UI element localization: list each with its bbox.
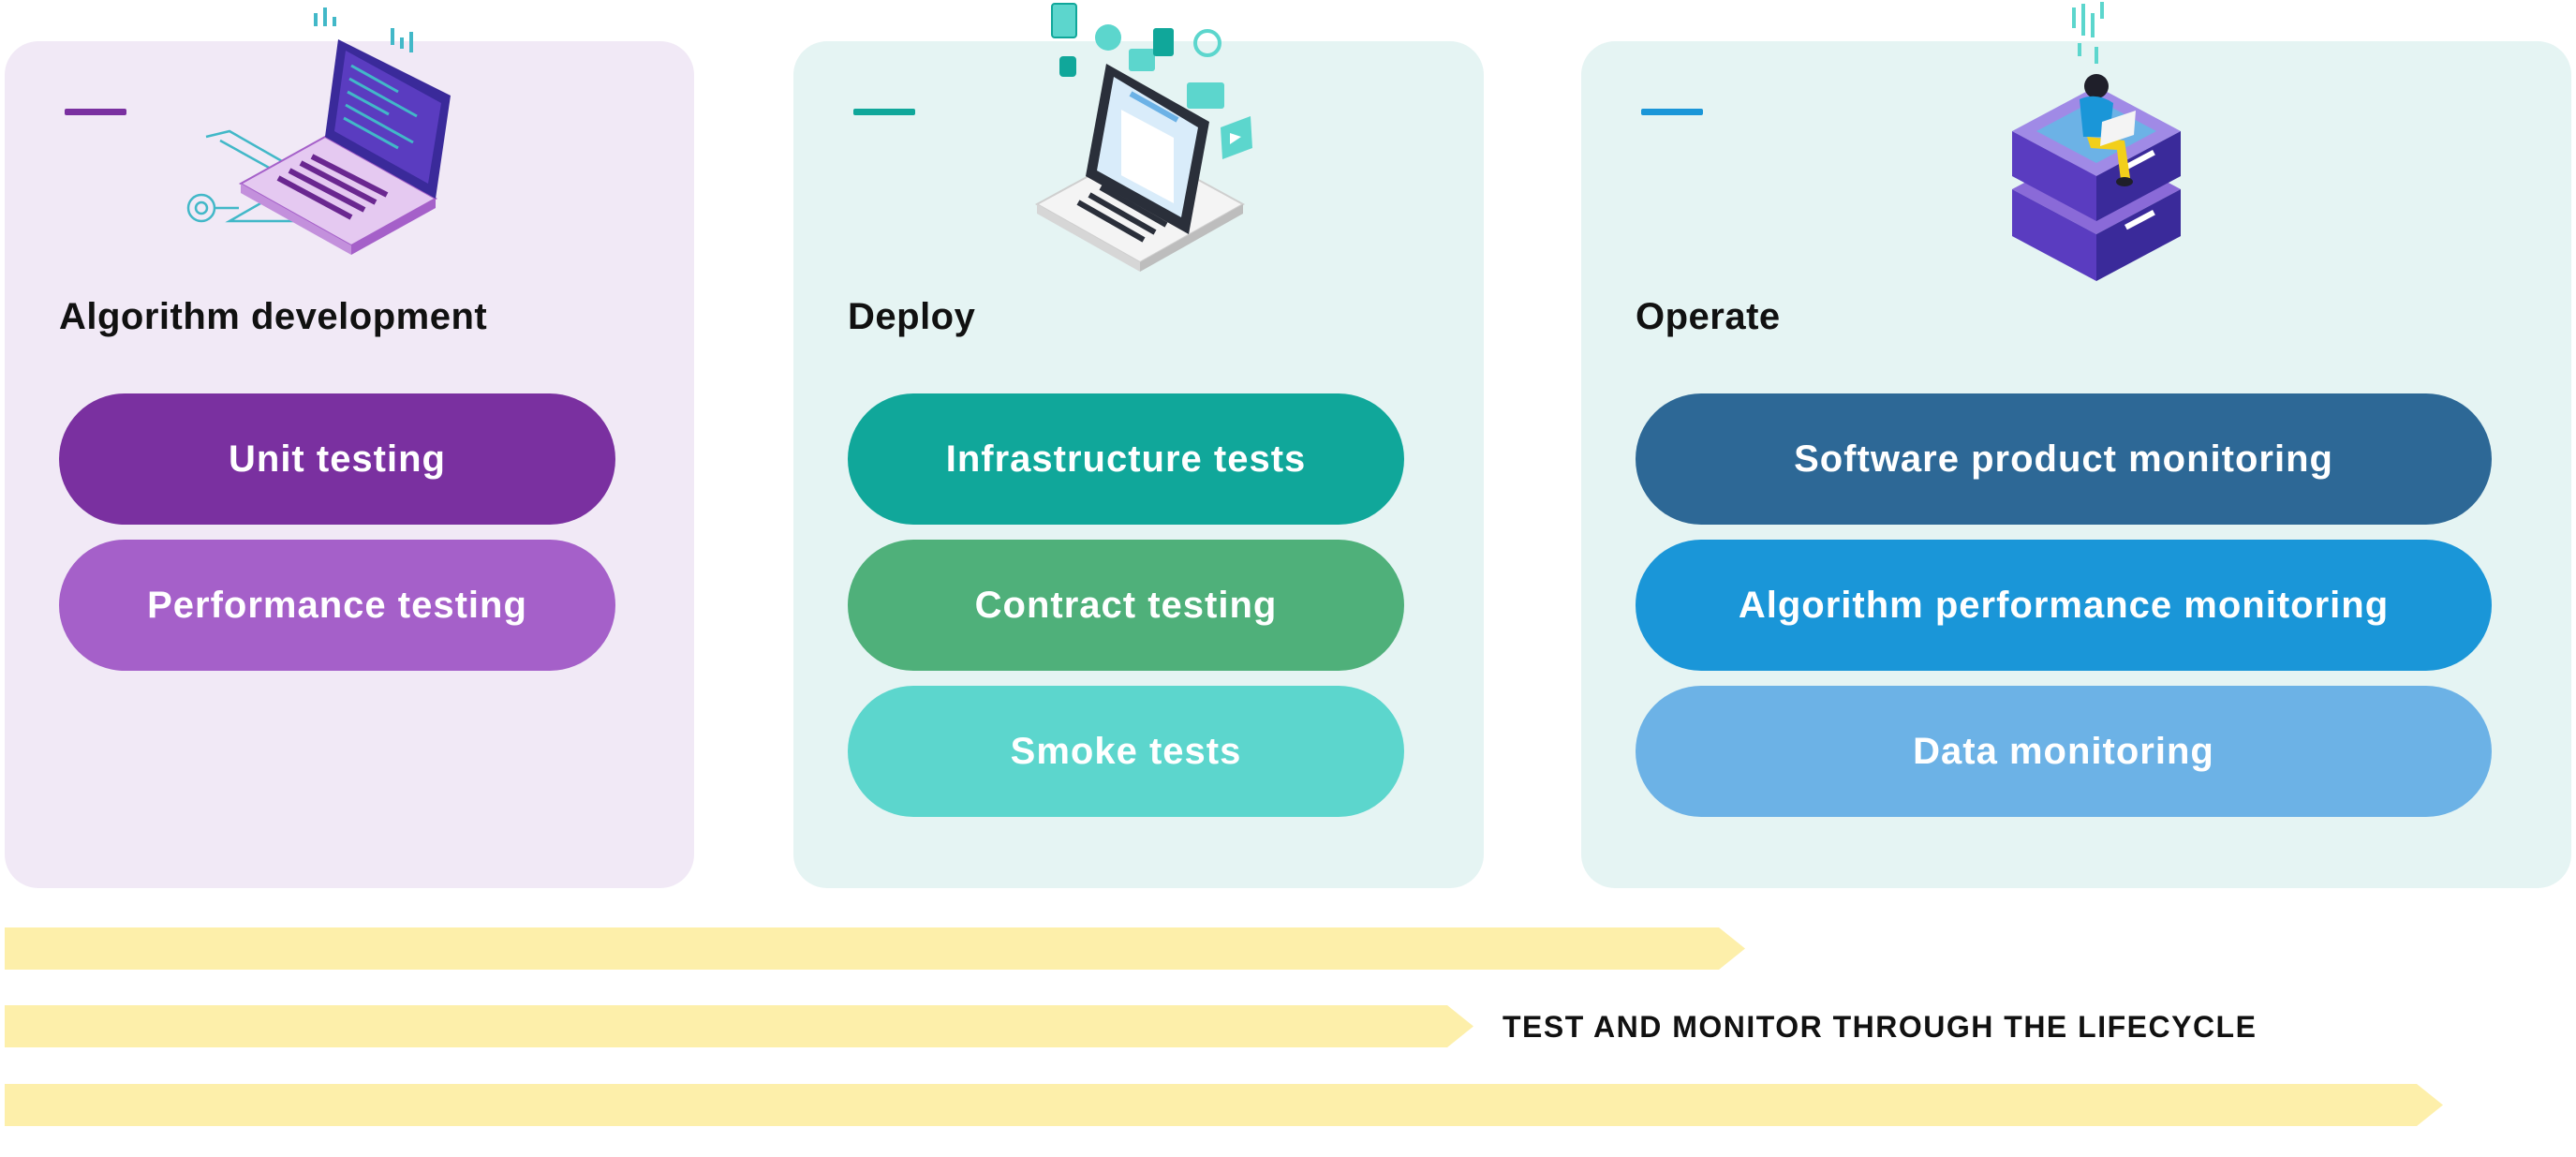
server-person-icon (2012, 2, 2181, 281)
algorithm-performance-monitoring-pill: Algorithm performance monitoring (1636, 540, 2492, 671)
stage-deploy: Deploy Infrastructure tests Contract tes… (793, 3, 1484, 888)
software-product-monitoring-pill: Software product monitoring (1636, 393, 2492, 525)
performance-testing-pill: Performance testing (59, 540, 615, 671)
data-monitoring-pill: Data monitoring (1636, 686, 2492, 817)
stage-algorithm-development: Algorithm development Unit testing Perfo… (5, 7, 694, 888)
stage-accent-dash (1641, 109, 1703, 115)
infrastructure-tests-pill: Infrastructure tests (848, 393, 1404, 525)
laptop-code-icon (186, 7, 451, 255)
stage-title: Algorithm development (59, 296, 488, 337)
laptop-cloud-icon (1034, 3, 1252, 272)
stage-title: Operate (1636, 296, 1781, 337)
stage-title: Deploy (848, 296, 976, 337)
stage-operate: Operate Software product monitoring Algo… (1581, 2, 2571, 888)
stage-accent-dash (853, 109, 915, 115)
lifecycle-label: TEST AND MONITOR THROUGH THE LIFECYCLE (1503, 1010, 2258, 1044)
lifecycle-arrow-2 (5, 1005, 1473, 1047)
stage-accent-dash (65, 109, 126, 115)
unit-testing-pill: Unit testing (59, 393, 615, 525)
lifecycle-arrow-3 (5, 1084, 2443, 1126)
smoke-tests-pill: Smoke tests (848, 686, 1404, 817)
contract-testing-pill: Contract testing (848, 540, 1404, 671)
lifecycle-arrow-1 (5, 927, 1745, 970)
